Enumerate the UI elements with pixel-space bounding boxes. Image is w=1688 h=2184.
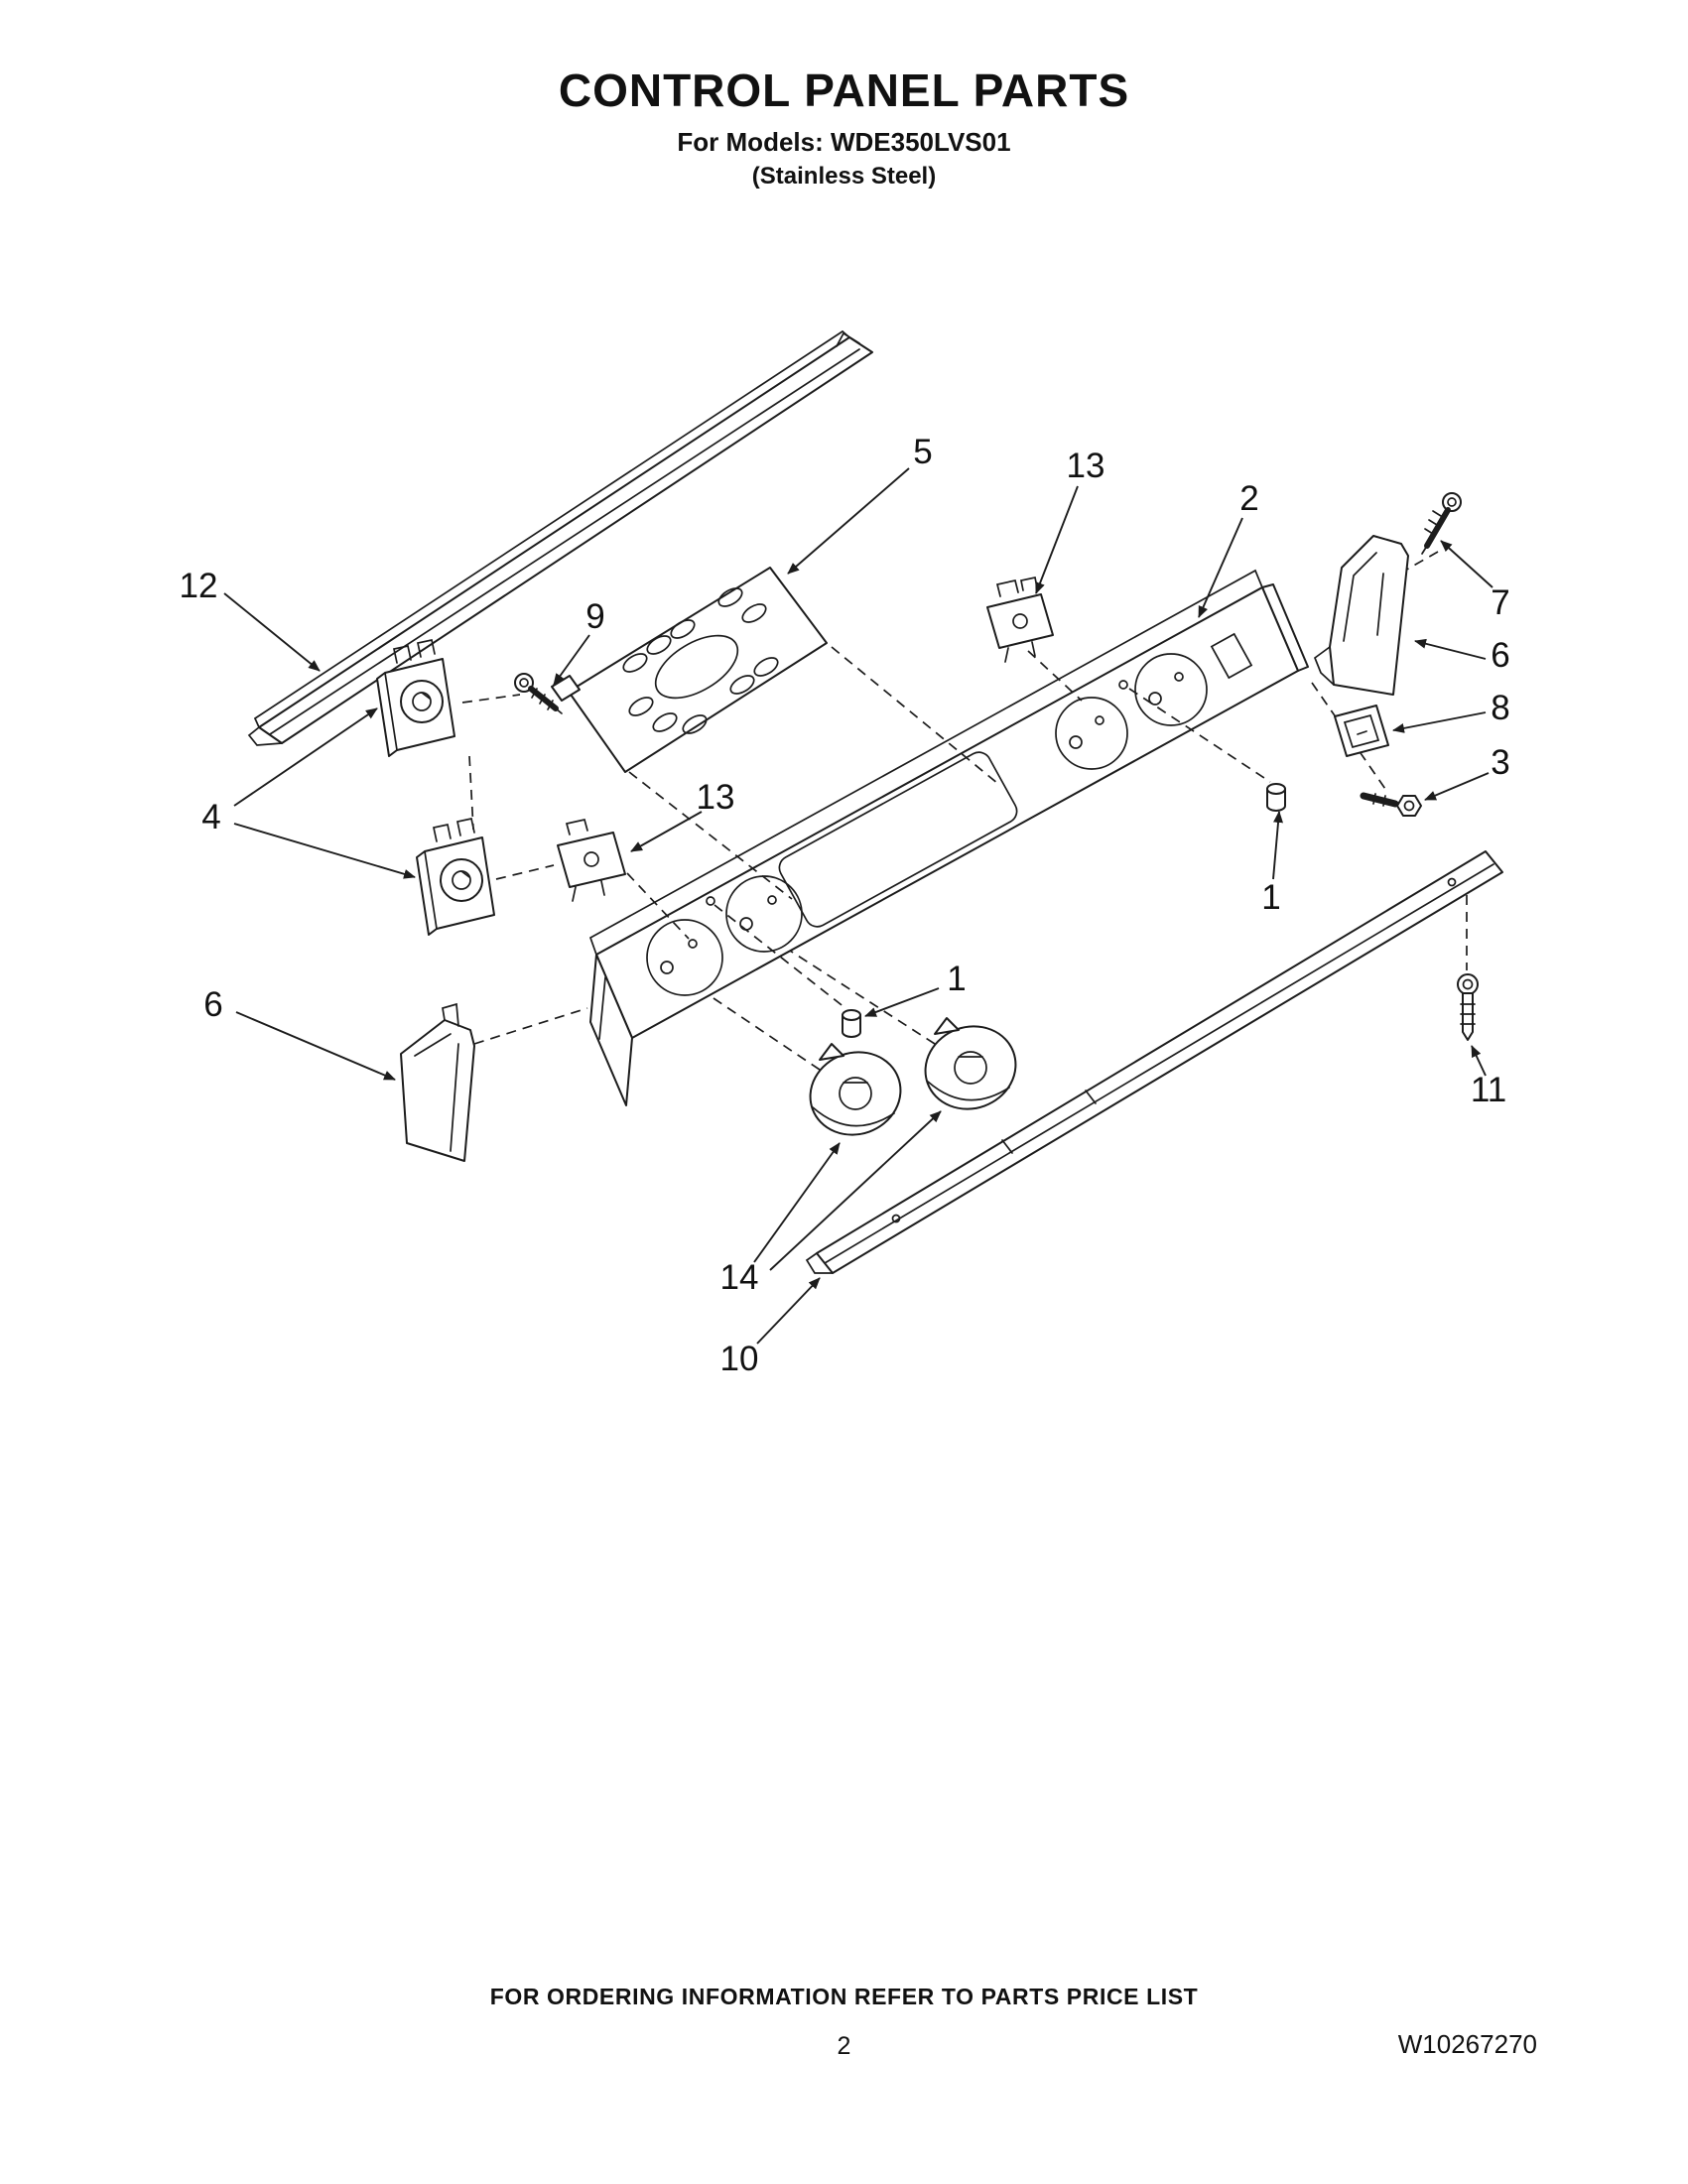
leader-1-right	[1272, 811, 1284, 880]
part-5-keypad	[551, 567, 828, 773]
assembly-dashed-lines	[461, 551, 1468, 1071]
finish-line: (Stainless Steel)	[751, 163, 937, 190]
models-line: For Models: WDE350LVS01	[677, 127, 1011, 157]
leader-12	[223, 592, 321, 672]
callout-12: 12	[180, 567, 218, 605]
part-2-control-panel	[588, 569, 1309, 1106]
part-8-switch	[1334, 705, 1389, 757]
callout-11: 11	[1471, 1071, 1506, 1109]
leader-11	[1471, 1045, 1487, 1077]
callout-10: 10	[720, 1340, 759, 1378]
part-3-screw	[1360, 792, 1422, 817]
leader-14a	[753, 1142, 841, 1263]
part-4-switches	[376, 638, 495, 936]
ordering-note: FOR ORDERING INFORMATION REFER TO PARTS …	[489, 1984, 1199, 2009]
part-7-screw	[1421, 492, 1462, 555]
callout-5: 5	[913, 433, 932, 471]
part-11-screw	[1457, 973, 1479, 1041]
leader-lines	[223, 467, 1493, 1345]
part-1-spacer-mid	[842, 1009, 861, 1038]
part-14-knobs	[809, 1017, 1017, 1136]
callout-4: 4	[201, 798, 220, 836]
leader-6-right	[1414, 638, 1487, 660]
callout-labels: 12 5 13 2 7 6 8 3 9 4 13 1 1 6 14 10 11	[180, 433, 1510, 1378]
leader-6-left	[235, 1011, 396, 1081]
leader-1-mid	[864, 987, 940, 1017]
page-title: CONTROL PANEL PARTS	[558, 64, 1130, 116]
part-6-bracket-right	[1313, 535, 1409, 696]
callout-6-left: 6	[203, 985, 222, 1024]
callout-7: 7	[1491, 583, 1509, 622]
leader-5	[787, 467, 910, 575]
part-12-rail	[247, 330, 873, 746]
callout-6-right: 6	[1491, 636, 1509, 675]
doc-number: W10267270	[1397, 2029, 1537, 2059]
callout-13-top: 13	[1067, 447, 1105, 485]
leader-10	[756, 1277, 821, 1345]
part-1-spacer-right	[1266, 783, 1286, 812]
callout-2: 2	[1239, 479, 1258, 518]
part-13-switch-mid	[557, 818, 626, 902]
page-number: 2	[837, 2032, 851, 2060]
callout-14: 14	[720, 1258, 759, 1297]
leader-2	[1198, 517, 1243, 618]
part-9-screw	[514, 673, 563, 714]
leader-14b	[769, 1110, 942, 1271]
leader-8	[1392, 711, 1487, 733]
callout-3: 3	[1491, 743, 1509, 782]
callout-13-mid: 13	[697, 778, 735, 817]
callout-8: 8	[1491, 689, 1509, 727]
leader-13-mid	[630, 811, 703, 852]
leader-4b	[233, 823, 416, 879]
leader-13-top	[1035, 485, 1079, 594]
part-10-trim	[805, 850, 1503, 1274]
callout-1-mid: 1	[947, 960, 966, 998]
part-6-bracket-left	[400, 1002, 475, 1162]
callout-9: 9	[585, 597, 604, 636]
leader-7	[1440, 540, 1493, 588]
part-13-switch-top	[986, 576, 1054, 663]
callout-1-right: 1	[1261, 878, 1280, 917]
leader-4a	[233, 707, 378, 807]
leader-9	[553, 634, 590, 686]
leader-3	[1424, 772, 1490, 801]
